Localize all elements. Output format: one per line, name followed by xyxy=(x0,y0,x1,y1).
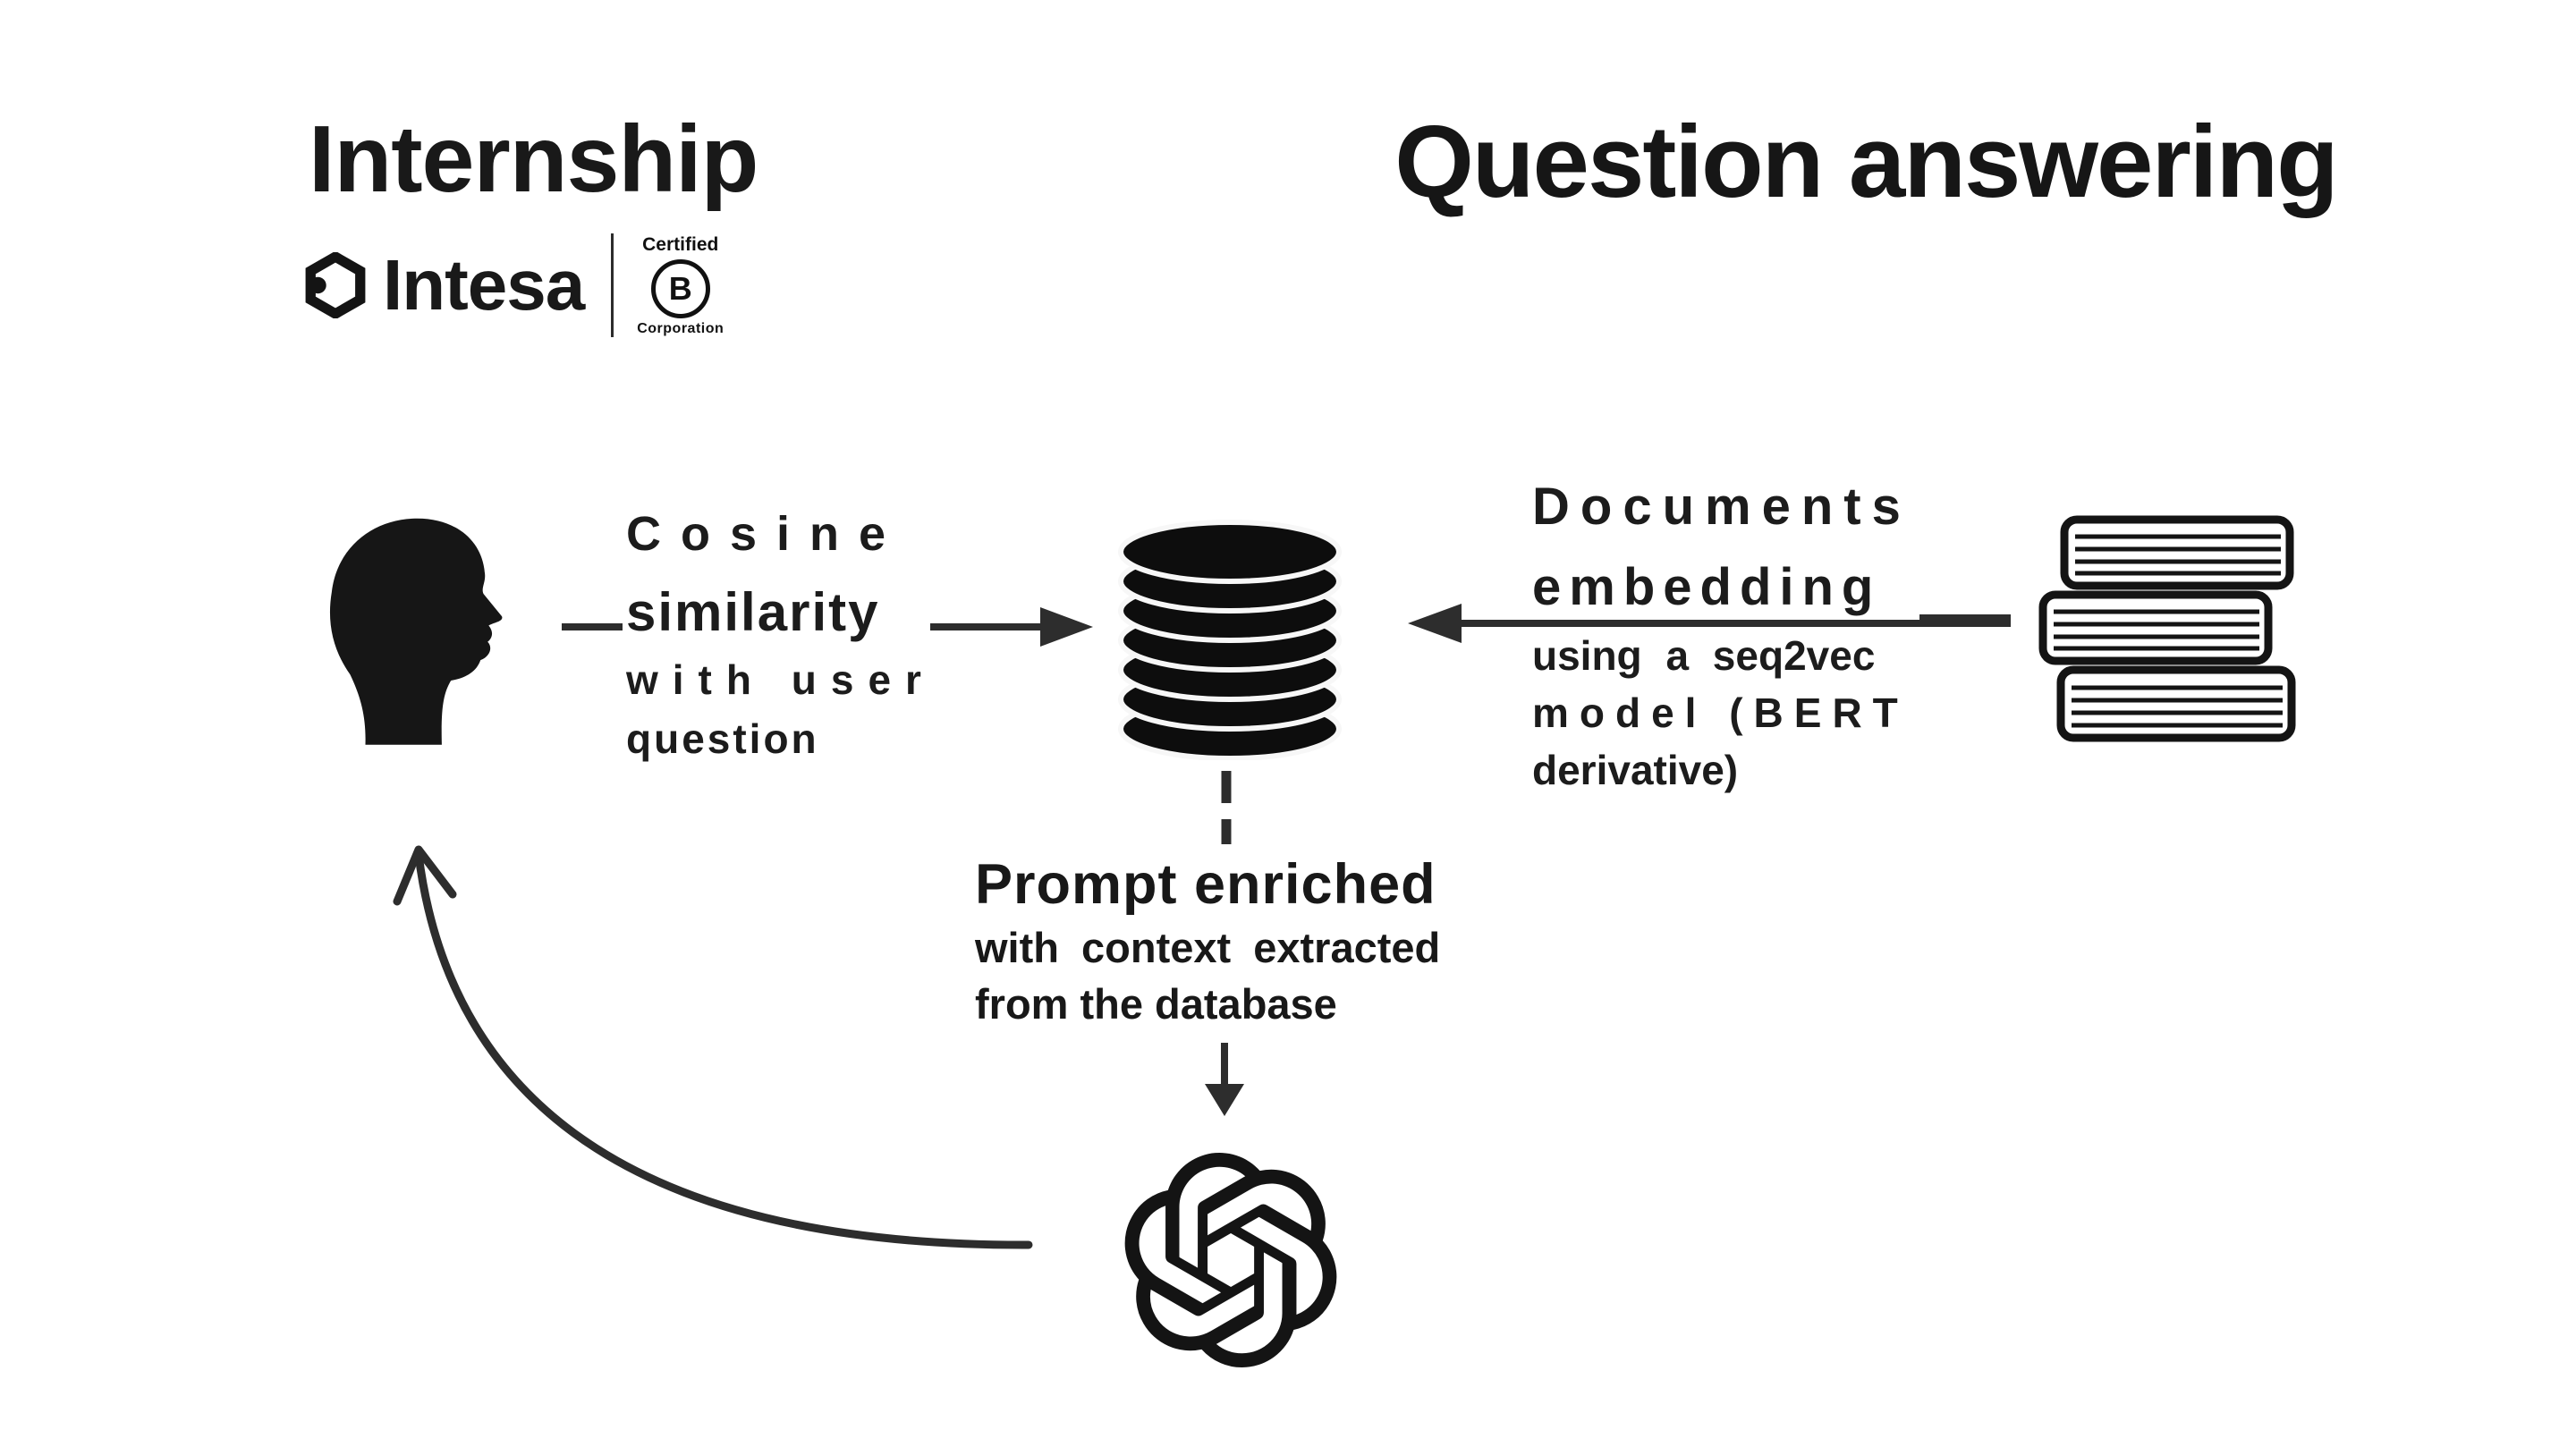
cosine-line-3: with user xyxy=(626,656,936,703)
arrow-prompt-to-openai-icon xyxy=(1205,1043,1244,1116)
bcorp-letter: B xyxy=(668,269,692,307)
prompt-line-1: with context extracted xyxy=(975,924,1441,971)
cosine-similarity-label: Cosine similarity with user question xyxy=(626,493,936,768)
cosine-line-1: Cosine xyxy=(626,507,906,561)
brand-logo: Intesa Certified B Corporation xyxy=(302,231,724,340)
books-icon xyxy=(2038,515,2296,742)
documents-line-5: derivative) xyxy=(1532,747,1739,793)
documents-embedding-label: Documents embedding using a seq2vec mode… xyxy=(1532,466,1911,799)
database-icon xyxy=(1118,520,1342,760)
bcorp-certified-label: Certified xyxy=(642,233,719,255)
cosine-line-4: question xyxy=(626,715,819,762)
intesa-logo-icon xyxy=(305,252,366,318)
openai-logo-icon xyxy=(1124,1153,1337,1368)
slide-title: Question answering xyxy=(1394,106,2339,219)
documents-line-4: model (BERT xyxy=(1532,690,1909,736)
prompt-line-2: from the database xyxy=(975,980,1337,1028)
brand-name: Intesa xyxy=(383,245,585,325)
bcorp-corporation-label: Corporation xyxy=(637,320,724,336)
brand-divider xyxy=(611,233,614,337)
bcorp-b-mark: B xyxy=(650,258,710,318)
prompt-enriched-label: Prompt enriched with context extracted f… xyxy=(975,850,1440,1032)
page-title: Internship xyxy=(309,106,758,212)
documents-line-3: using a seq2vec xyxy=(1532,632,1876,679)
user-head-icon xyxy=(329,518,503,745)
prompt-title: Prompt enriched xyxy=(975,853,1436,916)
bcorp-badge-icon: Certified B Corporation xyxy=(637,234,724,337)
arrow-openai-to-user-icon xyxy=(393,845,1033,1249)
cosine-line-2: similarity xyxy=(626,582,880,642)
documents-line-1: Documents xyxy=(1532,478,1911,536)
documents-line-2: embedding xyxy=(1532,558,1882,616)
